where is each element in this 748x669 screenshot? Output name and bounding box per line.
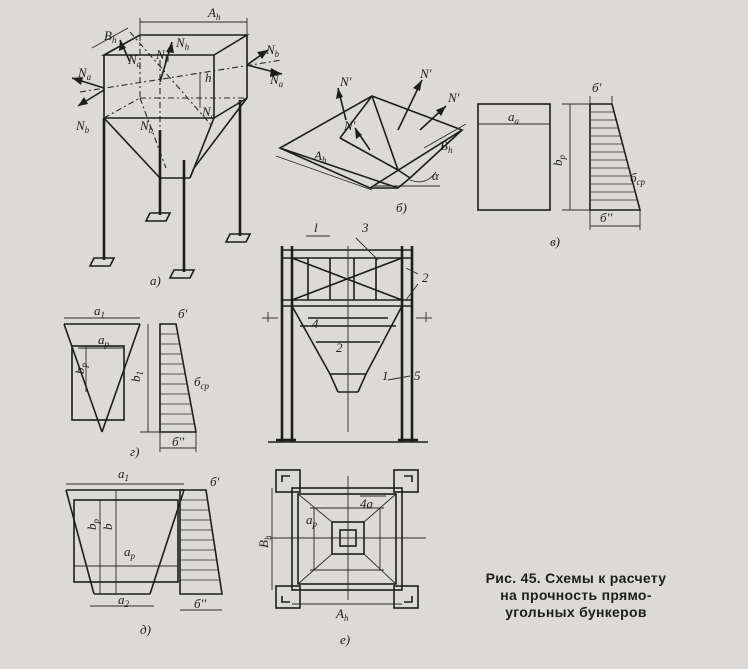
label-e-ap: ap [306,512,318,529]
label-a-Na-left: Na [77,65,92,82]
panel-e-elevation [262,235,432,443]
panel-d-label: д) [140,622,151,637]
panel-a-bunker-3d [71,18,283,279]
panel-g-label: г) [130,444,139,459]
label-a-Nb-left: Nb [75,118,90,135]
panel-v-label: в) [550,234,560,249]
label-e-1: 1 [382,368,389,383]
label-e-Bh: Вh [256,535,273,548]
panel-e-label: е) [340,632,350,647]
label-v-sigma1: б' [592,80,602,95]
label-a-Nb-right: Nb [265,42,280,59]
label-g-ap: ap [98,332,110,349]
label-v-aa: aa [508,109,520,126]
label-v-sigmacp: бср [630,170,646,187]
label-a-h: h [205,70,212,85]
label-a-Nb-mid: Nb [139,118,154,135]
figure-caption: Рис. 45. Схемы к расчету на прочность пр… [456,570,696,621]
label-e-5: 5 [414,368,421,383]
panel-b-hopper [275,79,467,191]
label-a-Bh: Bh [104,28,117,45]
label-v-bp: bp [550,155,567,167]
label-g-b1: b1 [128,371,145,382]
caption-line-1: Рис. 45. Схемы к расчету [485,570,667,586]
label-d-b: b [100,523,115,530]
label-d-sigma1: б' [210,474,220,489]
label-g-bp: bp [72,363,89,375]
label-v-sigma2: б'' [600,210,612,225]
label-d-bp: bp [84,519,101,531]
panel-g-triangle [63,317,197,452]
panel-a-label: а) [150,273,161,288]
label-e-4a: 4a [360,496,374,511]
label-d-a2: a2 [118,592,130,609]
caption-line-3: угольных бункеров [505,604,647,620]
caption-line-2: на прочность прямо- [500,587,652,603]
label-e-3: 3 [361,220,369,235]
label-d-a1: a1 [118,466,129,483]
label-d-ap: ap [124,544,136,561]
label-b-N2: N' [419,66,432,81]
label-d-sigma2: б'' [194,596,206,611]
label-b-N3: N' [447,90,460,105]
label-e-2a: 2 [422,270,429,285]
panel-d-trapezoid [65,483,223,611]
label-e-2b: 2 [336,340,343,355]
label-g-sigmacp: бср [194,374,210,391]
label-b-alpha: α [432,168,440,183]
panel-b-label: б) [396,200,407,215]
panel-v-wall-stress [477,96,642,230]
label-g-a1: a1 [94,303,105,320]
label-e-4: 4 [312,316,319,331]
label-g-sigma2: б'' [172,434,184,449]
label-a-Nh-top: Nh [175,35,190,52]
label-e-l: l [314,220,318,235]
label-b-N1: N' [339,74,352,89]
label-e-Ah: Ah [335,606,349,623]
label-g-sigma1: б' [178,306,188,321]
label-b-N4: N' [343,118,356,133]
label-a-Ah: Ah [207,5,221,22]
label-b-Ah: Ah [313,148,327,165]
panel-e-plan [270,469,426,609]
